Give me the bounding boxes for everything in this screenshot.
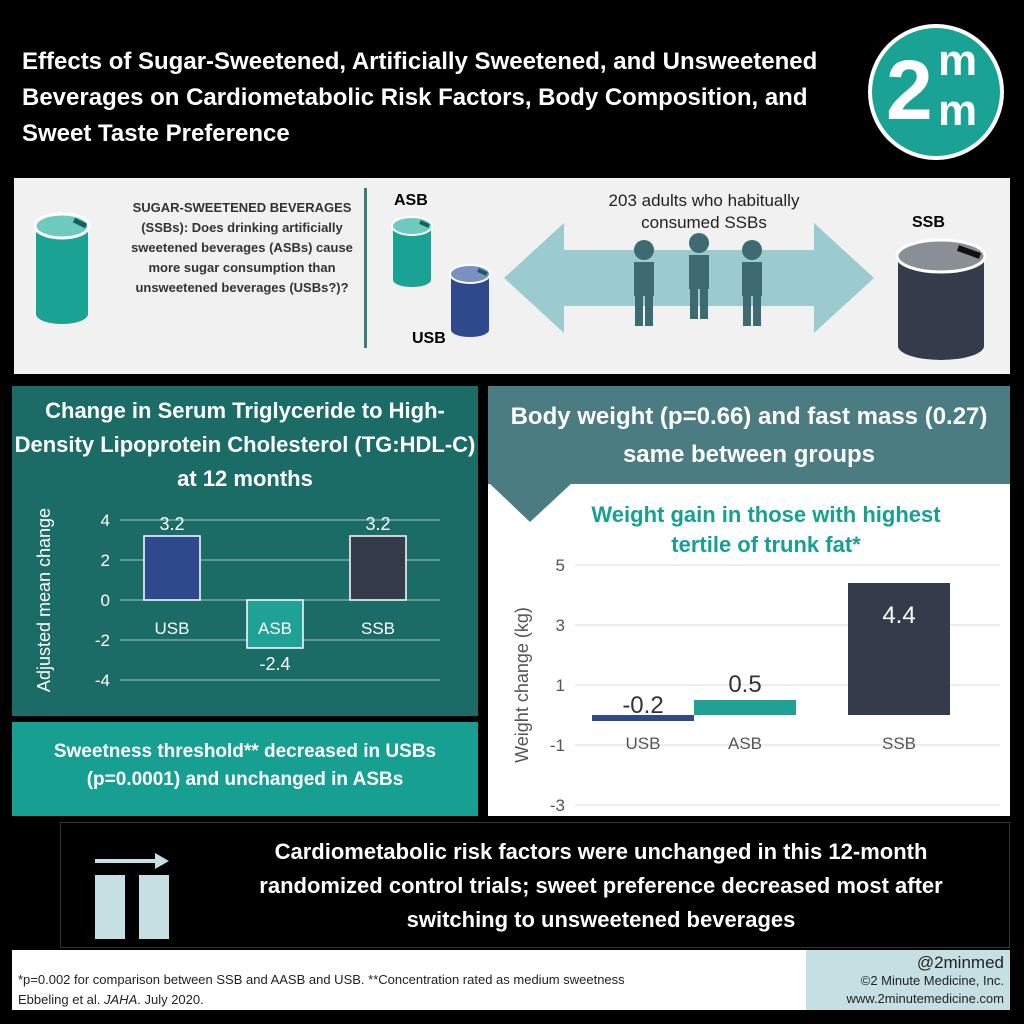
ssb-label: SSB <box>912 214 945 231</box>
ssb-large-can-icon <box>895 238 987 360</box>
sweetness-finding: Sweetness threshold** decreased in USBs … <box>12 722 478 816</box>
logo-m: m <box>938 36 978 85</box>
data-label: 3.2 <box>159 514 184 534</box>
divider <box>364 188 367 348</box>
down-arrow-icon <box>488 482 573 522</box>
double-arrow-icon <box>504 223 874 333</box>
ssb-can-icon <box>33 212 91 324</box>
credit-box: @2minmed ©2 Minute Medicine, Inc. www.2m… <box>806 950 1010 1010</box>
data-label: -2.4 <box>259 654 290 674</box>
y-tick-label: -2 <box>95 631 110 650</box>
website-link[interactable]: www.2minutemedicine.com <box>846 991 1004 1006</box>
data-label: 4.4 <box>882 602 915 629</box>
weight-banner: Body weight (p=0.66) and fast mass (0.27… <box>488 386 1010 484</box>
y-tick-label: 4 <box>101 511 110 530</box>
data-label: -0.2 <box>622 692 663 719</box>
study-question: SUGAR-SWEETENED BEVERAGES (SSBs): Does d… <box>131 200 353 295</box>
panel-title: Change in Serum Triglyceride to High-Den… <box>14 398 476 491</box>
y-axis-label: Adjusted mean change <box>34 508 54 692</box>
y-tick-label: 5 <box>556 556 565 575</box>
data-label: 3.2 <box>365 514 390 534</box>
category-label: ASB <box>258 619 292 638</box>
page-title: Effects of Sugar-Sweetened, Artificially… <box>22 48 818 147</box>
category-label: SSB <box>361 619 395 638</box>
category-label: ASB <box>728 734 762 753</box>
y-tick-label: 2 <box>101 551 110 570</box>
conclusion-panel: Cardiometabolic risk factors were unchan… <box>60 822 1010 948</box>
bar-ssb <box>848 583 950 715</box>
citation-date: . July 2020. <box>137 992 204 1007</box>
bar-asb <box>694 700 796 715</box>
logo: 2 m m <box>868 24 1004 160</box>
asb-label: ASB <box>394 192 428 209</box>
y-tick-label: 1 <box>556 676 565 695</box>
logo-2: 2 <box>886 43 933 137</box>
logo-m: m <box>938 86 978 135</box>
handle: @2minmed <box>916 953 1004 972</box>
study-design-panel: SUGAR-SWEETENED BEVERAGES (SSBs): Does d… <box>14 178 1010 374</box>
y-tick-label: 3 <box>556 616 565 635</box>
footnote: *p=0.002 for comparison between SSB and … <box>18 970 625 1010</box>
category-label: USB <box>155 619 190 638</box>
y-tick-label: 0 <box>101 591 110 610</box>
bar-usb <box>592 715 694 721</box>
citation: Ebbeling et al. JAHA. July 2020. <box>18 990 625 1010</box>
company: ©2 Minute Medicine, Inc. <box>860 973 1004 988</box>
y-tick-label: -4 <box>95 671 110 690</box>
citation-journal: JAHA <box>104 992 138 1007</box>
footer: *p=0.002 for comparison between SSB and … <box>12 950 1010 1010</box>
citation-authors: Ebbeling et al. <box>18 992 105 1007</box>
conclusion-text: Cardiometabolic risk factors were unchan… <box>259 839 943 932</box>
usb-can-icon <box>449 264 491 337</box>
bar-usb <box>143 535 201 601</box>
footnote-line: *p=0.002 for comparison between SSB and … <box>18 972 625 987</box>
bar-ssb <box>349 535 407 601</box>
category-label: USB <box>626 734 661 753</box>
asb-can-icon <box>391 216 433 287</box>
people-icon <box>634 233 762 326</box>
y-tick-label: -1 <box>550 736 565 755</box>
bar-asb <box>246 599 304 649</box>
switch-icon <box>95 853 169 939</box>
y-tick-label: -3 <box>550 796 565 815</box>
category-label: SSB <box>882 734 916 753</box>
usb-label: USB <box>412 330 446 347</box>
y-axis-label: Weight change (kg) <box>512 607 532 763</box>
population-text: 203 adults who habitually consumed SSBs <box>608 191 800 232</box>
data-label: 0.5 <box>728 671 761 698</box>
